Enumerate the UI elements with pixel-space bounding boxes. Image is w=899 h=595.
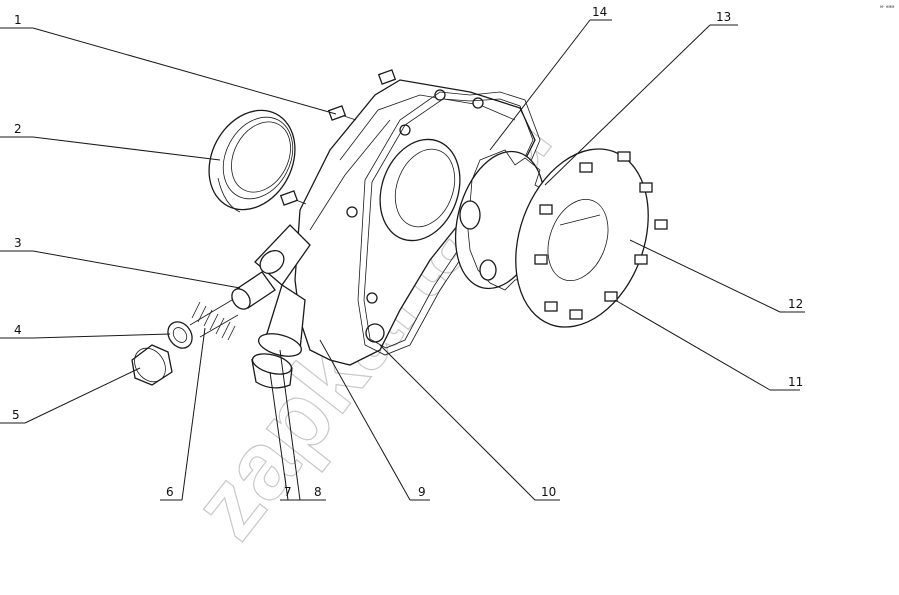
part-cap-plug — [251, 333, 303, 389]
callout-3: 3 — [14, 236, 22, 250]
callout-14: 14 — [592, 5, 607, 19]
part-bolts-housing — [279, 69, 397, 206]
leader-lines — [0, 19, 805, 501]
callout-9: 9 — [418, 485, 426, 499]
callout-2: 2 — [14, 122, 22, 136]
part-oil-seal — [208, 109, 296, 213]
callout-5: 5 — [12, 408, 20, 422]
callout-1: 1 — [14, 13, 22, 27]
part-washer — [167, 321, 193, 349]
part-sleeve — [231, 271, 276, 310]
part-plug — [131, 344, 173, 386]
callout-4: 4 — [14, 323, 22, 337]
part-cover-bolts — [534, 151, 668, 320]
callout-6: 6 — [166, 485, 174, 499]
part-spring — [189, 299, 239, 341]
callout-7: 7 — [284, 485, 292, 499]
callout-12: 12 — [788, 297, 803, 311]
corner-mark: м- нмм — [880, 4, 894, 9]
callout-8: 8 — [314, 485, 322, 499]
callout-10: 10 — [541, 485, 556, 499]
callout-11: 11 — [788, 375, 803, 389]
part-pump-housing — [254, 79, 536, 366]
callout-13: 13 — [716, 10, 731, 24]
